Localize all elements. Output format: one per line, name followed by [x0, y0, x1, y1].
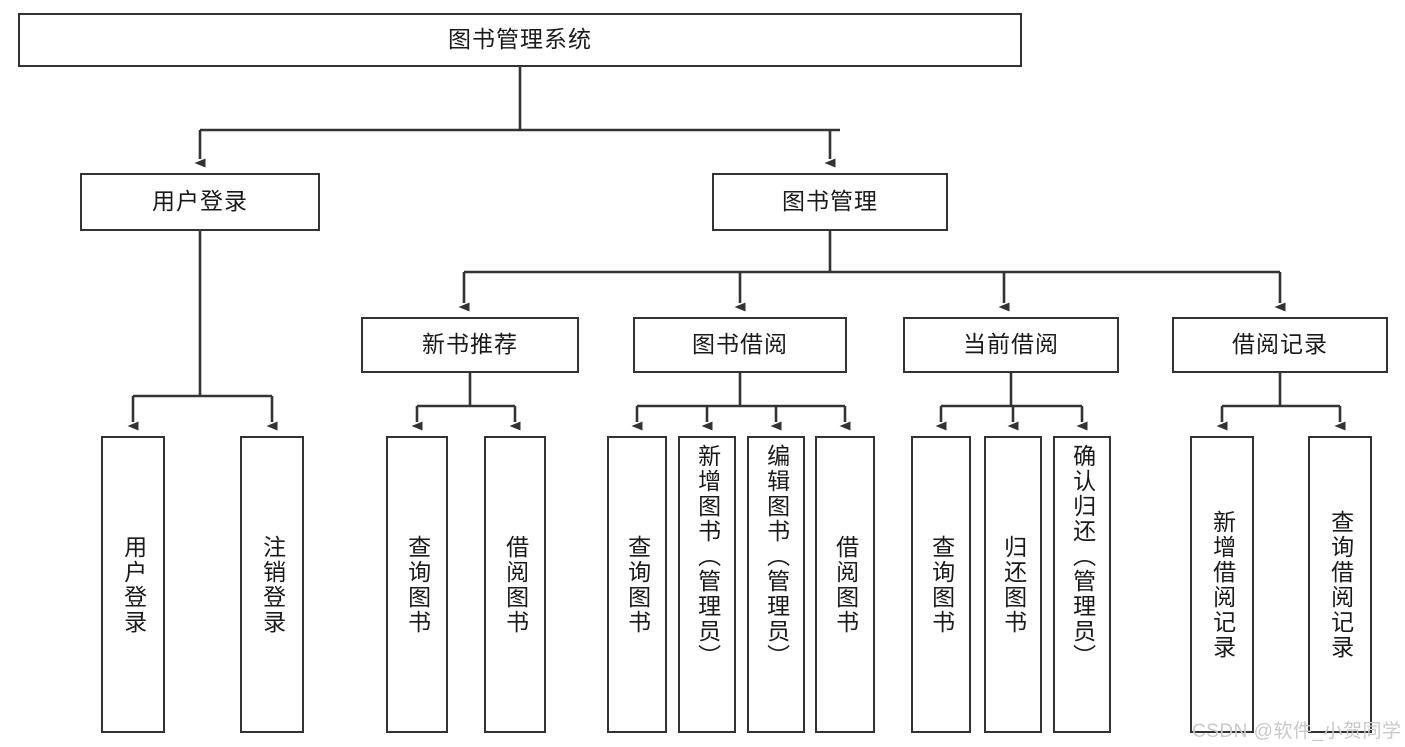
node-root-system[interactable]: 图书管理系统 [18, 13, 1022, 67]
node-leaf-return-book-label: 归还图书 [1000, 534, 1027, 635]
node-new-book-rec-label: 新书推荐 [422, 331, 518, 358]
node-user-login[interactable]: 用户登录 [80, 173, 320, 231]
node-current-borrow[interactable]: 当前借阅 [903, 317, 1119, 373]
node-borrow-record-label: 借阅记录 [1232, 331, 1328, 358]
node-leaf-confirm-return-label: 确认归还（管理员） [1069, 444, 1096, 669]
node-leaf-query-book-1[interactable]: 查询图书 [386, 436, 448, 733]
node-leaf-borrow-book-1[interactable]: 借阅图书 [484, 436, 546, 733]
node-book-borrow[interactable]: 图书借阅 [633, 317, 847, 373]
node-new-book-rec[interactable]: 新书推荐 [361, 317, 579, 373]
node-leaf-edit-book-admin[interactable]: 编辑图书（管理员） [747, 436, 805, 733]
node-leaf-add-record[interactable]: 新增借阅记录 [1190, 436, 1254, 733]
node-leaf-borrow-book-2-label: 借阅图书 [832, 534, 859, 635]
node-leaf-query-record[interactable]: 查询借阅记录 [1308, 436, 1372, 733]
csdn-watermark: CSDN @软件_小贺同学 [1192, 721, 1402, 742]
node-leaf-query-book-3[interactable]: 查询图书 [911, 436, 971, 733]
node-leaf-add-book-admin[interactable]: 新增图书（管理员） [678, 436, 736, 733]
node-book-manage-label: 图书管理 [782, 188, 878, 215]
node-root-system-label: 图书管理系统 [448, 26, 592, 53]
node-leaf-edit-book-admin-label: 编辑图书（管理员） [763, 444, 790, 669]
node-leaf-query-book-3-label: 查询图书 [928, 534, 955, 635]
node-leaf-user-login[interactable]: 用户登录 [101, 436, 165, 733]
node-leaf-add-record-label: 新增借阅记录 [1209, 509, 1236, 660]
node-leaf-return-book[interactable]: 归还图书 [984, 436, 1042, 733]
node-leaf-borrow-book-2[interactable]: 借阅图书 [815, 436, 875, 733]
node-current-borrow-label: 当前借阅 [963, 331, 1059, 358]
node-leaf-confirm-return[interactable]: 确认归还（管理员） [1053, 436, 1111, 733]
node-user-login-label: 用户登录 [152, 188, 248, 215]
node-leaf-query-book-2-label: 查询图书 [624, 534, 651, 635]
node-borrow-record[interactable]: 借阅记录 [1172, 317, 1388, 373]
node-leaf-query-record-label: 查询借阅记录 [1327, 509, 1354, 660]
node-leaf-query-book-1-label: 查询图书 [404, 534, 431, 635]
node-leaf-user-login-label: 用户登录 [120, 534, 147, 635]
node-leaf-query-book-2[interactable]: 查询图书 [607, 436, 667, 733]
node-leaf-add-book-admin-label: 新增图书（管理员） [694, 444, 721, 669]
node-leaf-logout-label: 注销登录 [259, 534, 286, 635]
node-leaf-borrow-book-1-label: 借阅图书 [502, 534, 529, 635]
node-book-manage[interactable]: 图书管理 [712, 173, 948, 231]
node-leaf-logout[interactable]: 注销登录 [240, 436, 304, 733]
node-book-borrow-label: 图书借阅 [692, 331, 788, 358]
